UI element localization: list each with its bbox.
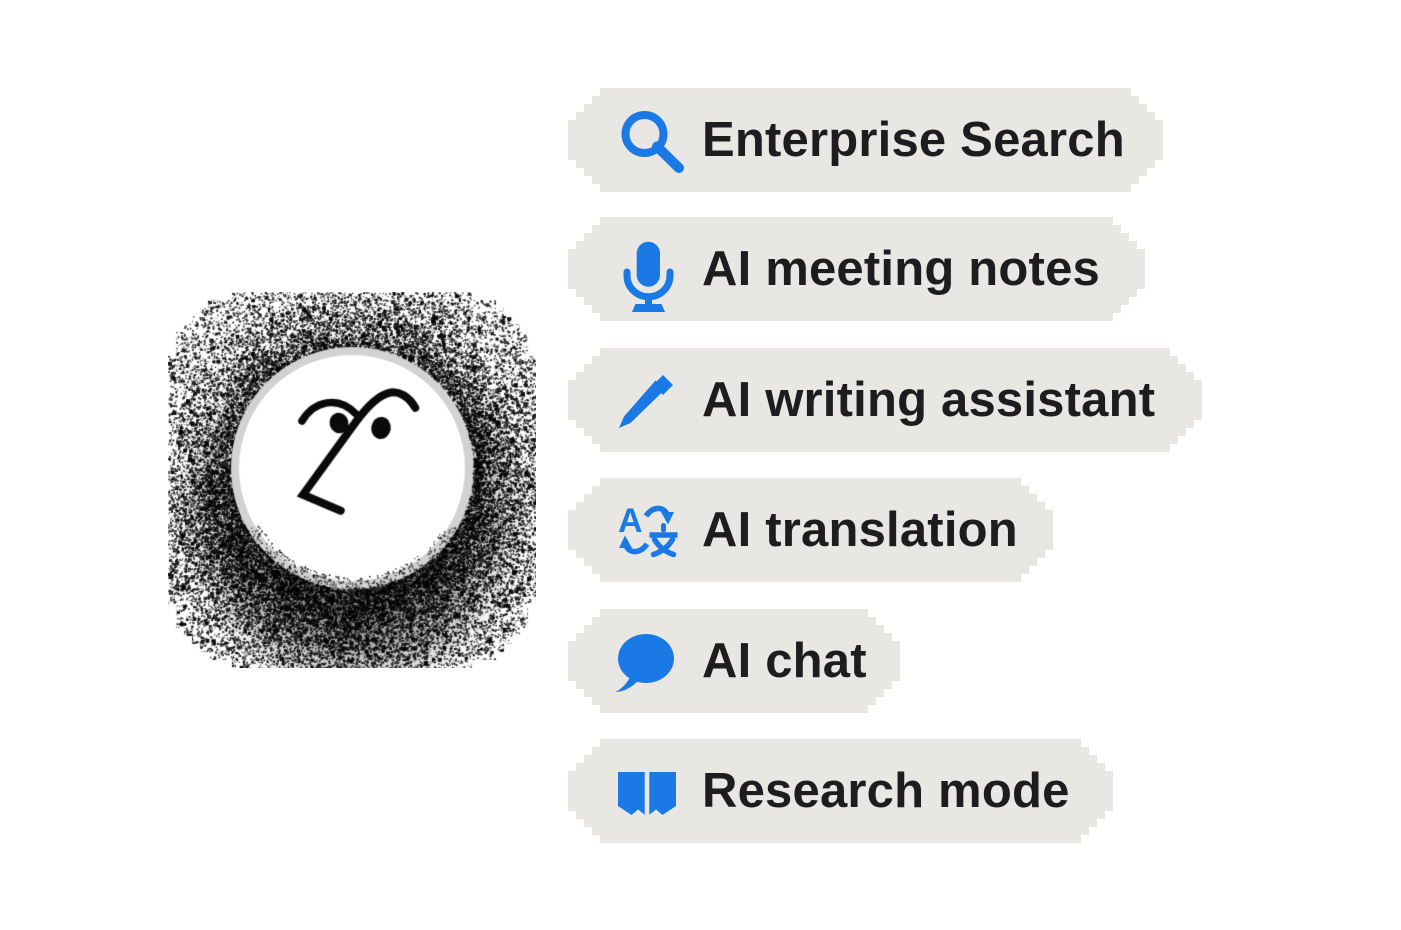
pill-label: AI meeting notes	[702, 242, 1100, 296]
pill-label: AI translation	[702, 503, 1018, 557]
pill-ai-chat[interactable]: AI chat	[568, 609, 900, 713]
brand-badge	[168, 292, 536, 668]
pill-ai-translation[interactable]: A AI translation	[568, 478, 1053, 582]
chat-bubble-icon	[615, 629, 680, 693]
svg-text:A: A	[618, 502, 643, 540]
open-book-icon	[616, 759, 680, 823]
pill-ai-writing-assistant[interactable]: AI writing assistant	[568, 348, 1202, 452]
pill-label: Enterprise Search	[702, 113, 1125, 167]
pill-enterprise-search[interactable]: Enterprise Search	[568, 88, 1163, 192]
translate-icon: A	[616, 498, 680, 562]
search-icon	[616, 108, 684, 173]
pill-research-mode[interactable]: Research mode	[568, 739, 1113, 843]
pill-label: AI chat	[702, 634, 867, 688]
pill-label: AI writing assistant	[702, 373, 1156, 427]
pill-label: Research mode	[702, 764, 1070, 818]
pencil-icon	[616, 368, 680, 432]
microphone-icon	[616, 237, 680, 312]
badge-noise-canvas	[168, 292, 536, 668]
pill-ai-meeting-notes[interactable]: AI meeting notes	[568, 217, 1145, 321]
